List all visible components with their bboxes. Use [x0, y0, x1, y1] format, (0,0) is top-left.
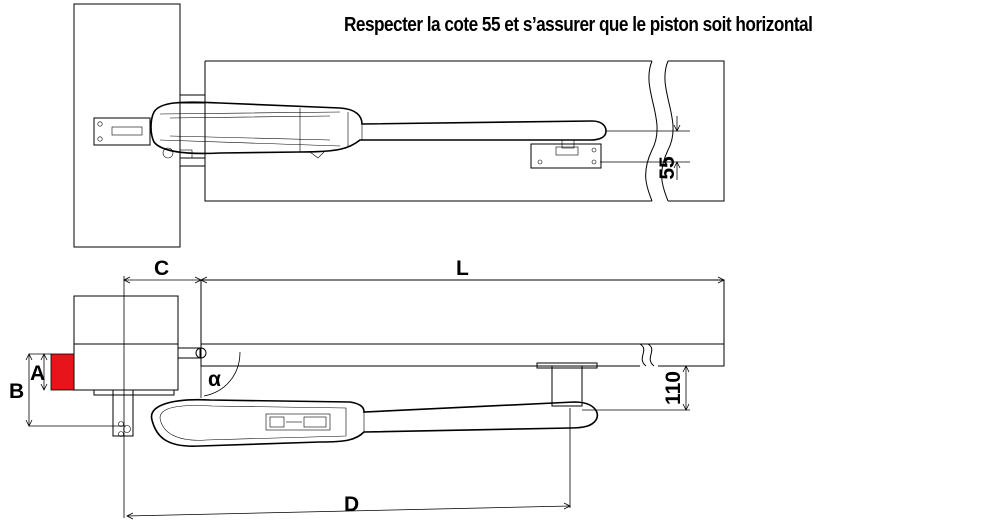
top-view — [73, 3, 725, 248]
angle-label-alpha: α — [208, 368, 221, 391]
side-pillar — [73, 295, 179, 391]
top-pillar — [73, 3, 181, 248]
side-gate-leaf — [200, 279, 725, 367]
top-actuator-body — [150, 101, 607, 155]
installation-instruction: Respecter la cote 55 et s’assurer que le… — [344, 14, 813, 36]
dimension-label-110: 110 — [662, 371, 685, 405]
side-pillar-bracket — [112, 389, 134, 437]
dimension-label-55: 55 — [656, 156, 679, 180]
side-actuator-body — [150, 398, 599, 447]
top-gate-bracket — [530, 143, 602, 169]
dimension-label-b: B — [9, 380, 24, 403]
top-hinge-lower — [179, 157, 206, 167]
top-gate-break — [645, 60, 658, 202]
top-gate-leaf — [204, 60, 725, 202]
alpha-arc — [203, 351, 241, 397]
top-hinge-upper — [179, 94, 206, 104]
dimension-label-d: D — [344, 493, 359, 516]
side-gate-post — [551, 365, 583, 407]
top-pillar-bracket — [93, 117, 151, 146]
top-gate-break-2 — [661, 60, 674, 202]
side-view — [25, 276, 725, 520]
highlight-block — [50, 353, 75, 391]
dimension-label-c: C — [154, 257, 169, 280]
dimension-label-l: L — [456, 257, 469, 280]
dimension-label-a: A — [30, 362, 45, 385]
